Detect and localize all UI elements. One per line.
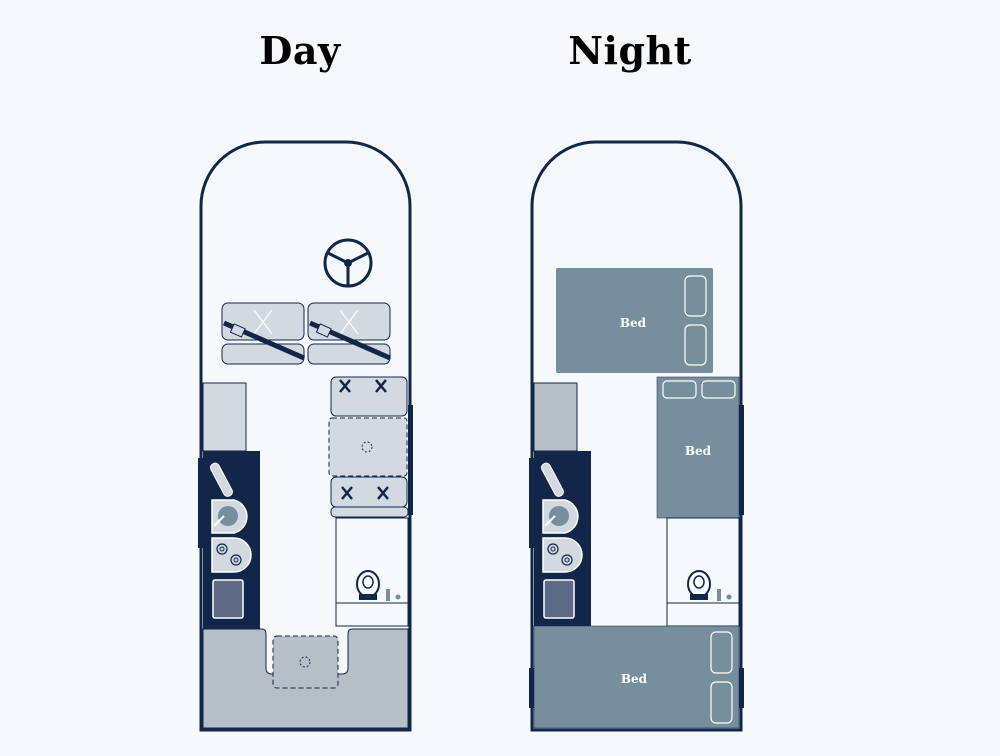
night-left-cabinet — [533, 382, 578, 452]
day-rear-table — [272, 635, 339, 689]
front-seat-right — [307, 302, 392, 365]
pillow-icon — [662, 380, 697, 399]
day-side-door-bar-left — [198, 458, 203, 548]
day-kitchen-unit — [203, 451, 260, 629]
front-bed-label: Bed — [620, 316, 647, 330]
night-title: Night — [568, 28, 692, 73]
night-side-door-bar-left — [529, 458, 534, 548]
pillow-icon — [710, 631, 733, 674]
day-bathroom — [335, 517, 409, 627]
day-title: Day — [259, 28, 341, 73]
toilet-icon — [687, 570, 711, 600]
day-right-seating — [328, 376, 409, 518]
pillow-icon — [701, 380, 736, 399]
middle-bed-label: Bed — [685, 444, 712, 458]
night-kitchen-unit — [534, 451, 591, 629]
front-seat-left — [221, 302, 306, 365]
night-rear-door-bar-right — [739, 668, 744, 708]
night-floorplan: Bed — [529, 140, 744, 732]
fridge — [543, 579, 575, 619]
fridge — [212, 579, 244, 619]
hob-burner-icon — [211, 537, 252, 573]
night-front-bed: Bed — [556, 268, 713, 373]
sink-icon — [211, 499, 248, 534]
pillow-icon — [710, 681, 733, 724]
day-floorplan — [198, 140, 413, 732]
night-middle-bed: Bed — [656, 376, 740, 519]
night-side-door-bar-right — [739, 405, 744, 515]
night-rear-door-bar-left — [529, 668, 534, 708]
hob-burner-icon — [542, 537, 583, 573]
cutting-board-icon — [209, 462, 233, 497]
pillow-icon — [684, 275, 707, 317]
day-left-cabinet — [202, 382, 247, 452]
table-mount-icon — [299, 656, 311, 668]
rear-bed-label: Bed — [621, 672, 648, 686]
pillow-icon — [684, 324, 707, 366]
steering-wheel-icon — [323, 238, 373, 288]
night-bathroom — [666, 517, 740, 627]
night-rear-bed: Bed — [533, 625, 740, 729]
cutting-board-icon — [540, 462, 564, 497]
toilet-icon — [356, 570, 380, 600]
sink-icon — [542, 499, 579, 534]
table-mount-icon — [361, 441, 373, 453]
day-side-door-bar-right — [408, 405, 413, 515]
